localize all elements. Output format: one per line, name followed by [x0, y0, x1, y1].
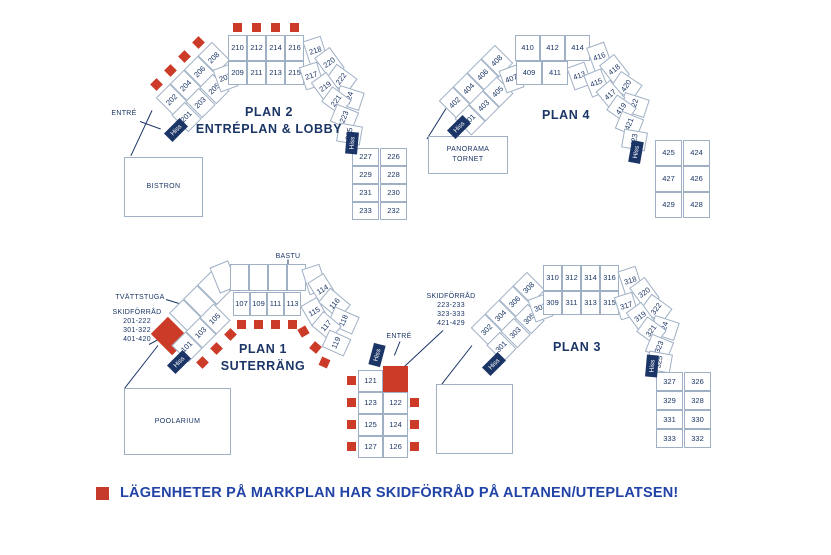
room-429: 429: [655, 192, 682, 218]
plan-3-title: PLAN 3: [552, 340, 602, 354]
room-121: 121: [358, 370, 383, 392]
plan-1-title: PLAN 1: [238, 342, 288, 356]
room-230: 230: [380, 184, 407, 202]
room-233: 233: [352, 202, 379, 220]
ground-floor-marker: [288, 320, 297, 329]
room-309: 309: [543, 291, 562, 315]
room-111: 111: [267, 292, 284, 316]
room-328: 328: [684, 391, 711, 410]
building-bistron: BISTRON: [124, 157, 203, 217]
room-226: 226: [380, 148, 407, 166]
room-326: 326: [684, 372, 711, 391]
connector-line: [440, 345, 473, 386]
ground-floor-marker: [233, 23, 242, 32]
plan-label: ENTRÉ: [111, 110, 137, 117]
ground-floor-marker: [410, 442, 419, 451]
ground-floor-marker: [347, 376, 356, 385]
plan-label: SKIDFÖRRÅD 201-222 301-322 401-420: [112, 309, 162, 344]
plan-label: ENTRÉ: [386, 333, 412, 340]
room-311: 311: [562, 291, 581, 315]
room-428: 428: [683, 192, 710, 218]
room-333: 333: [656, 429, 683, 448]
room-427: 427: [655, 166, 682, 192]
elevator-hiss: Hiss: [645, 354, 659, 378]
room-127: 127: [358, 436, 383, 458]
room-409: 409: [516, 61, 542, 85]
ground-floor-marker: [410, 420, 419, 429]
room-410: 410: [515, 35, 540, 61]
ground-floor-marker: [237, 320, 246, 329]
plan-1-subtitle: SUTERRÄNG: [220, 359, 306, 373]
room-329: 329: [656, 391, 683, 410]
ground-floor-marker: [252, 23, 261, 32]
room-314: 314: [581, 265, 600, 291]
room-330: 330: [684, 410, 711, 429]
ground-floor-marker: [271, 320, 280, 329]
building-panorama: PANORAMA TORNET: [428, 136, 508, 174]
room-123: 123: [358, 392, 383, 414]
skidforrad-storage: [383, 366, 408, 392]
legend-red-square: [96, 486, 109, 500]
room-331: 331: [656, 410, 683, 429]
ground-floor-marker: [290, 23, 299, 32]
plan-2-subtitle: ENTRÉPLAN & LOBBY: [195, 122, 343, 136]
building-outline: [436, 384, 513, 454]
room-426: 426: [683, 166, 710, 192]
plan-label: TVÄTTSTUGA: [115, 294, 165, 301]
legend: LÄGENHETER PÅ MARKPLAN HAR SKIDFÖRRÅD PÅ…: [96, 485, 678, 501]
room-425: 425: [655, 140, 682, 166]
room-312: 312: [562, 265, 581, 291]
room-412: 412: [540, 35, 565, 61]
room-126: 126: [383, 436, 408, 458]
room-214: 214: [266, 35, 285, 61]
room-310: 310: [543, 265, 562, 291]
room-122: 122: [383, 392, 408, 414]
ground-floor-marker: [347, 442, 356, 451]
ground-floor-marker: [347, 420, 356, 429]
room-327: 327: [656, 372, 683, 391]
room-216: 216: [285, 35, 304, 61]
room-316: 316: [600, 265, 619, 291]
room-124: 124: [383, 414, 408, 436]
legend-text: LÄGENHETER PÅ MARKPLAN HAR SKIDFÖRRÅD PÅ…: [120, 485, 679, 501]
room-332: 332: [684, 429, 711, 448]
plan-label: BASTU: [275, 253, 301, 260]
plan-4-title: PLAN 4: [541, 108, 591, 122]
room-313: 313: [581, 291, 600, 315]
utility-cell: [249, 264, 268, 291]
ground-floor-marker: [347, 398, 356, 407]
ground-floor-marker: [271, 23, 280, 32]
room-213: 213: [266, 61, 285, 85]
plan-label: SKIDFÖRRÅD 223-233 323-333 421-429: [426, 293, 476, 328]
room-210: 210: [228, 35, 247, 61]
room-227: 227: [352, 148, 379, 166]
ground-floor-marker: [254, 320, 263, 329]
plan-2-title: PLAN 2: [244, 105, 294, 119]
room-107: 107: [233, 292, 250, 316]
utility-cell: [230, 264, 249, 291]
room-109: 109: [250, 292, 267, 316]
room-209: 209: [228, 61, 247, 85]
building-poolarium: POOLARIUM: [124, 388, 231, 455]
room-113: 113: [284, 292, 301, 316]
room-231: 231: [352, 184, 379, 202]
room-125: 125: [358, 414, 383, 436]
room-229: 229: [352, 166, 379, 184]
room-232: 232: [380, 202, 407, 220]
utility-cell: [268, 264, 287, 291]
ground-floor-marker: [410, 398, 419, 407]
room-424: 424: [683, 140, 710, 166]
room-212: 212: [247, 35, 266, 61]
room-228: 228: [380, 166, 407, 184]
room-211: 211: [247, 61, 266, 85]
